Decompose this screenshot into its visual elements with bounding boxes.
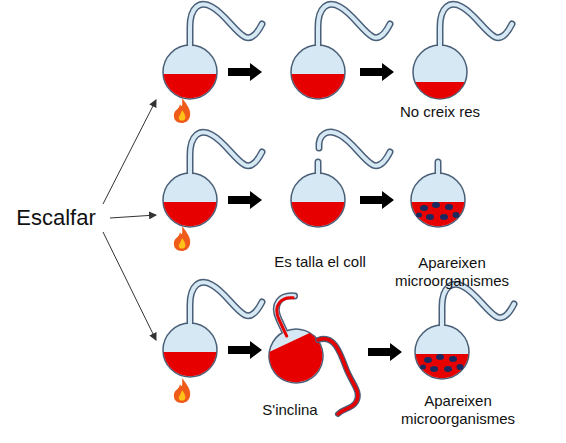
step-label: Es talla el coll <box>274 253 366 271</box>
step-label: S'inclina <box>262 401 317 419</box>
flask-row-2 <box>163 132 465 251</box>
result-label: Apareixen microorganismes <box>390 254 515 290</box>
flask-row-1 <box>163 4 512 123</box>
result-label: Apareixen microorganismes <box>396 392 521 428</box>
result-label: No creix res <box>400 103 480 121</box>
heating-label: Escalfar <box>16 205 95 231</box>
leader-arrows <box>103 100 156 340</box>
